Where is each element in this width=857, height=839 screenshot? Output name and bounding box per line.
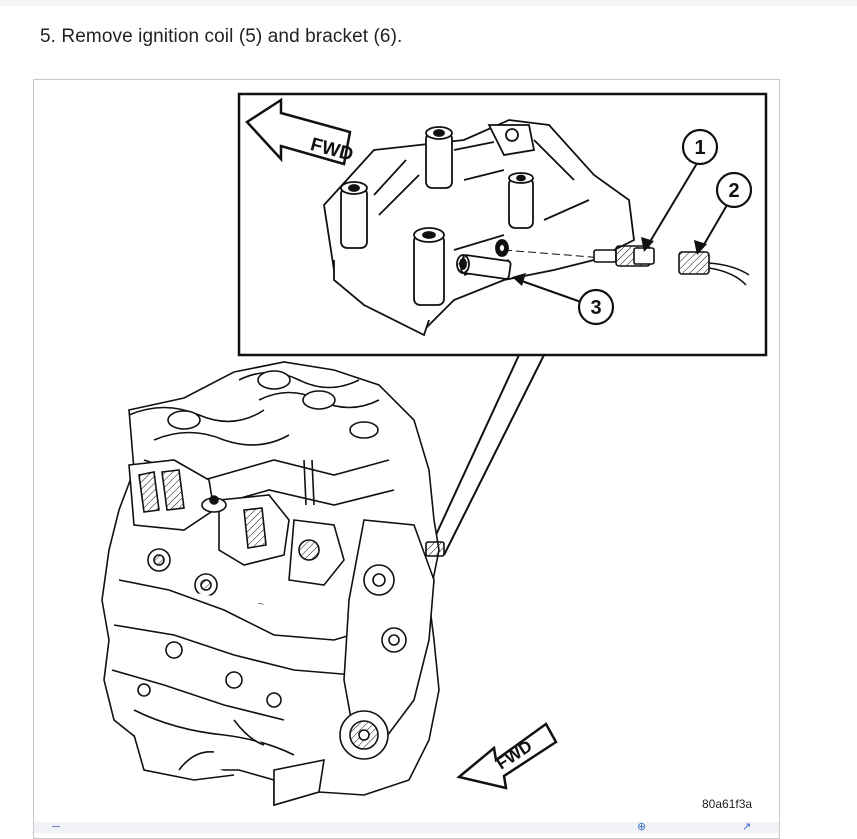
engine-diagram-svg: FWD [101,92,768,807]
callout-1: 1 [641,128,719,252]
callout-2: 2 [694,171,753,255]
connector-part-2 [678,251,750,286]
inset-leader-lines [428,354,545,556]
zoom-icon[interactable]: ⊕ [637,821,647,833]
inset-detail-box: FWD [237,92,768,357]
callout-1-label: 1 [694,137,705,159]
page-top-band [0,0,857,6]
sensor-part-1 [593,245,655,267]
expand-icon[interactable]: ↗ [742,821,752,833]
fwd-arrow-top: FWD [245,97,355,166]
callout-3: 3 [512,273,615,326]
menu-icon[interactable]: ─ [52,821,60,833]
step-instruction: 5. Remove ignition coil (5) and bracket … [40,26,403,47]
fwd-arrow-bottom: FWD [456,722,558,790]
cylinder-head-drawing [323,119,635,337]
diagram-figure: FWD [33,79,780,839]
figure-code: 80a61f3a [702,797,753,811]
callout-2-label: 2 [728,180,739,202]
engine-assembly-drawing [101,361,445,807]
callout-3-label: 3 [590,297,601,319]
image-toolbar [34,822,779,833]
